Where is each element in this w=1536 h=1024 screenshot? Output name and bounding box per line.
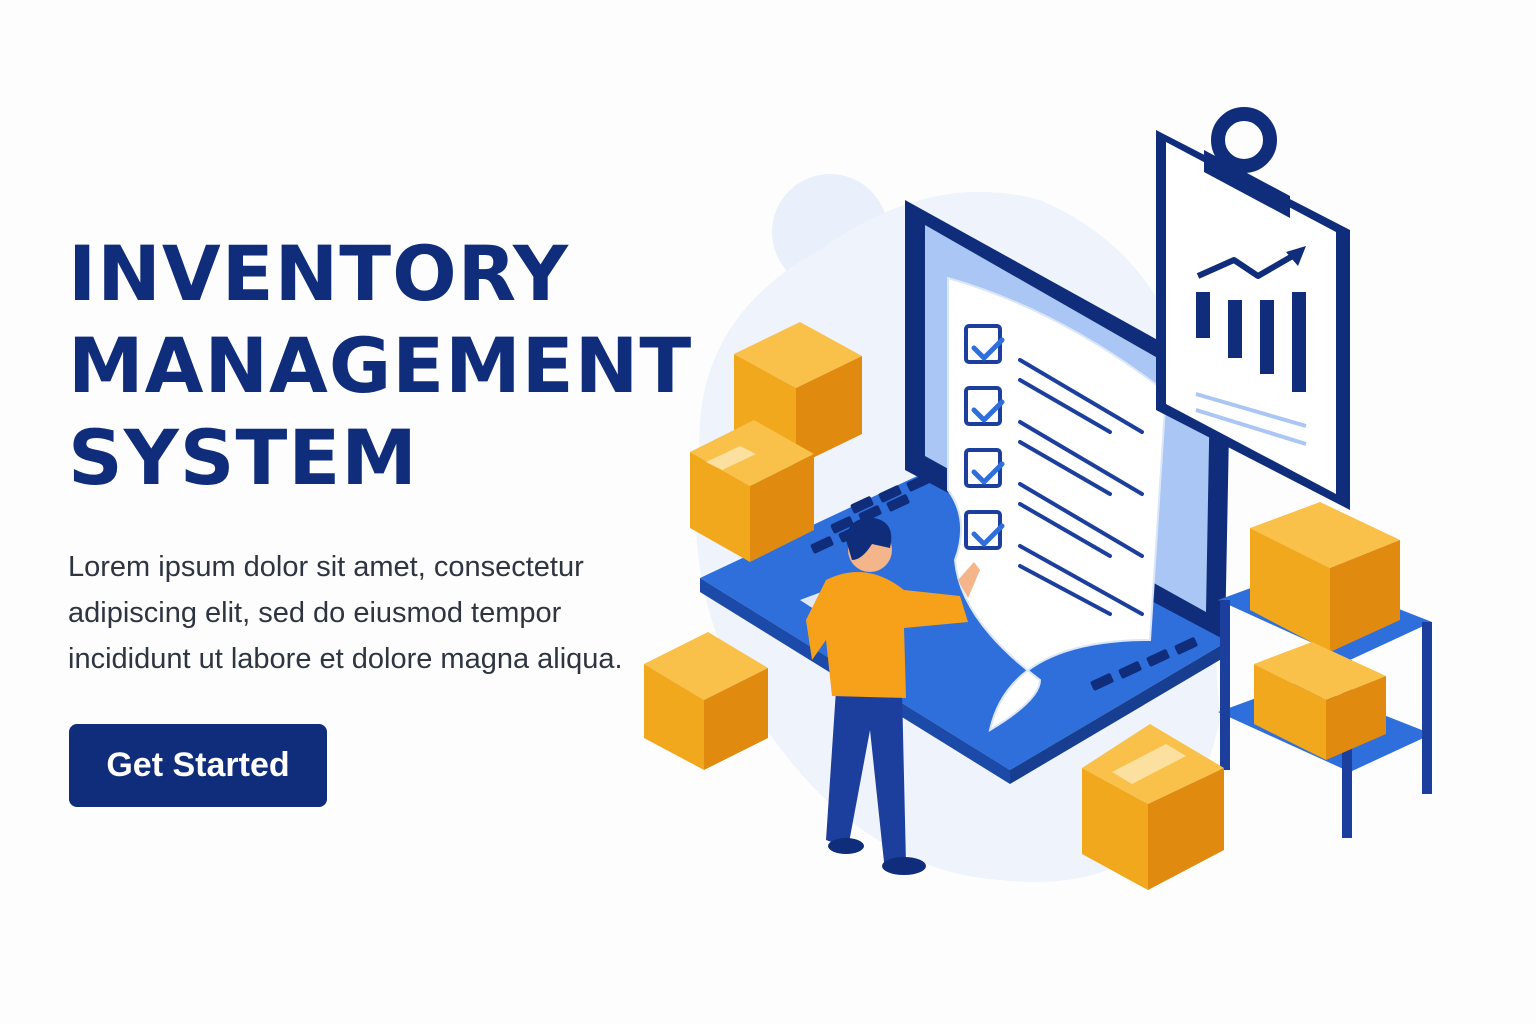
box-bottom-right — [1082, 724, 1224, 890]
inventory-illustration — [620, 90, 1536, 1024]
checklist-document-icon — [947, 276, 1168, 733]
hero-description: Lorem ipsum dolor sit amet, consectetur … — [68, 551, 623, 675]
box-stack-left — [690, 322, 862, 562]
clipboard-chart-icon — [1156, 107, 1350, 510]
storage-shelf-icon — [1218, 502, 1432, 838]
title-line-3: SYSTEM — [68, 413, 418, 502]
page-title: INVENTORY MANAGEMENT SYSTEM — [68, 228, 708, 504]
hero-text-block: INVENTORY MANAGEMENT SYSTEM Lorem ipsum … — [68, 228, 708, 682]
title-line-2: MANAGEMENT — [68, 321, 693, 410]
person-icon — [806, 517, 980, 875]
get-started-button[interactable]: Get Started — [69, 724, 327, 807]
box-bottom-left — [644, 632, 768, 770]
title-line-1: INVENTORY — [68, 229, 570, 318]
